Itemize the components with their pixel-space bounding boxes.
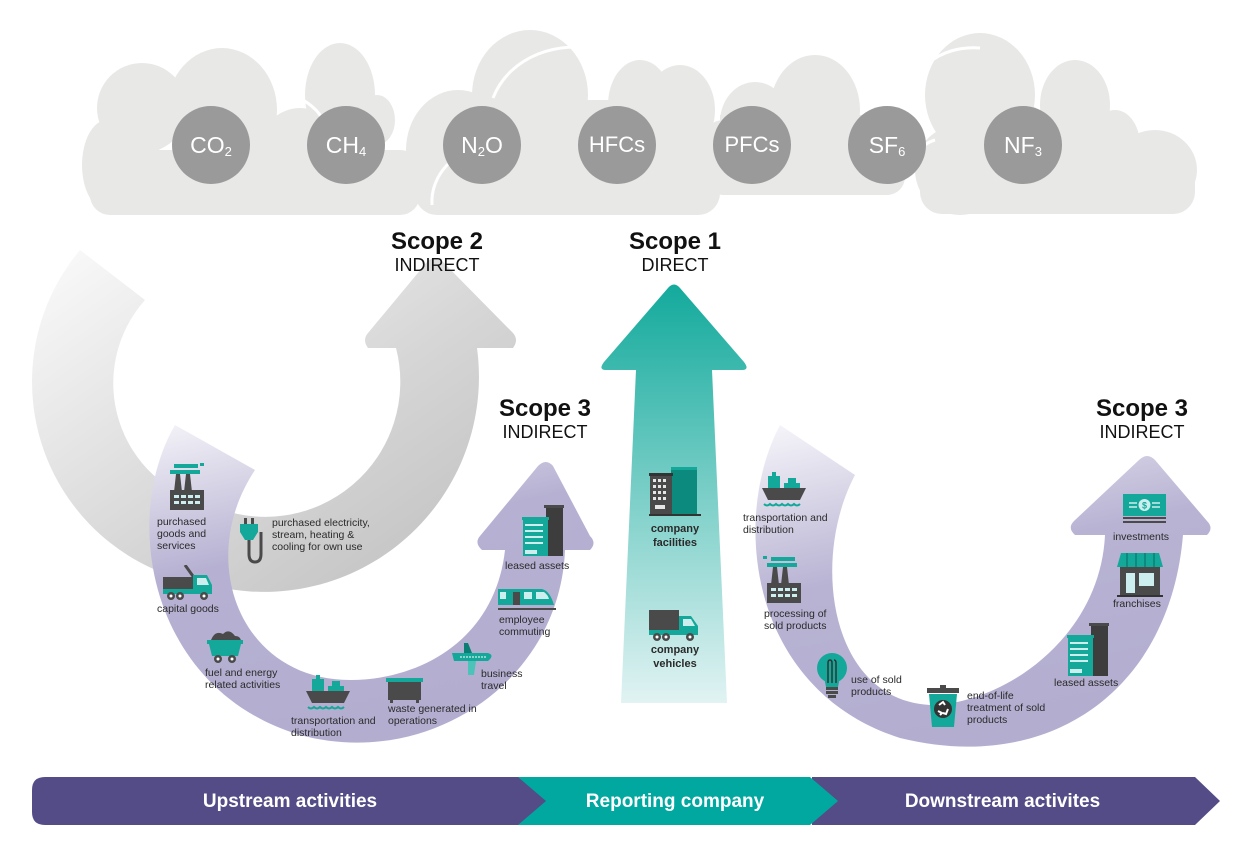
scope-title: Scope 3 — [1095, 395, 1189, 422]
recycle-bin-icon — [927, 685, 959, 727]
gas-formula: PFCs — [724, 132, 780, 157]
gas-formula: NF — [1004, 131, 1035, 158]
downstream-activities-label: Downstream activites — [904, 791, 1101, 812]
gas-subscript: 3 — [1034, 143, 1042, 159]
leased-building-icon — [1067, 623, 1109, 676]
label-business-travel: business travel — [481, 668, 523, 692]
gas-subscript: 4 — [359, 143, 367, 159]
gas-formula: CH — [325, 131, 359, 158]
banknote-icon: $ — [1123, 494, 1166, 523]
label-fuel-energy: fuel and energy related activities — [205, 667, 281, 691]
label-end-of-life: end-of-life treatment of sold products — [967, 690, 1046, 726]
gas-hfcs: HFCs — [578, 106, 656, 184]
label-waste: waste generated in operations — [388, 703, 477, 727]
reporting-company-label: Reporting company — [585, 791, 765, 812]
label-investments: investments — [1113, 531, 1170, 543]
label-leased-assets-downstream: leased assets — [1054, 677, 1119, 689]
gas-formula: HFCs — [588, 132, 646, 157]
train-icon — [498, 589, 556, 610]
office-building-icon — [649, 467, 701, 516]
bar-upstream — [32, 777, 548, 825]
leased-building-icon — [522, 505, 564, 556]
scope-title: Scope 1 — [628, 228, 722, 255]
bar-reporting — [518, 777, 838, 825]
value-chain-bar — [32, 777, 1220, 825]
power-plug-icon — [240, 518, 263, 564]
label-purchased-goods: purchased goods and services — [157, 516, 207, 552]
gas-pfcs: PFCs — [713, 106, 791, 184]
gas-subscript: 2 — [477, 143, 485, 159]
gas-formula: CO — [190, 131, 225, 158]
scope-title: Scope 2 — [390, 228, 484, 255]
light-bulb-icon — [817, 653, 847, 698]
scope2-heading: Scope 2 INDIRECT — [357, 228, 517, 276]
scope-subtitle: INDIRECT — [502, 422, 588, 442]
gas-formula: SF — [868, 131, 899, 158]
cargo-ship-icon — [306, 675, 350, 710]
gas-formula-tail: O — [484, 131, 503, 158]
truck-icon — [649, 610, 698, 641]
scope3-downstream-heading: Scope 3 INDIRECT — [1062, 395, 1222, 443]
label-use-sold-products: use of sold products — [851, 674, 902, 698]
gas-subscript: 2 — [224, 143, 232, 159]
label-capital-goods: capital goods — [157, 603, 219, 615]
airplane-icon — [452, 643, 492, 675]
scope-subtitle: DIRECT — [641, 255, 709, 275]
scope1-heading: Scope 1 DIRECT — [595, 228, 755, 276]
label-processing: processing of sold products — [764, 608, 827, 632]
scope-subtitle: INDIRECT — [394, 255, 480, 275]
factory-icon — [170, 463, 204, 510]
factory-icon — [763, 556, 801, 603]
upstream-activities-label: Upstream activities — [202, 791, 378, 812]
label-franchises: franchises — [1113, 598, 1161, 610]
gas-formula: N — [461, 131, 478, 158]
scope3-upstream-heading: Scope 3 INDIRECT — [465, 395, 625, 443]
waste-bin-icon — [386, 678, 423, 703]
label-transport-upstream: transportation and distribution — [291, 715, 376, 739]
scope3-upstream-arrow — [149, 425, 594, 743]
label-company-facilities: company facilities — [650, 523, 700, 549]
bar-downstream — [812, 777, 1220, 825]
crane-truck-icon — [163, 565, 212, 600]
label-leased-assets-upstream: leased assets — [505, 560, 570, 572]
scope-title: Scope 3 — [498, 395, 592, 422]
svg-text:$: $ — [1142, 501, 1147, 511]
label-transport-downstream: transportation and distribution — [743, 512, 828, 536]
storefront-icon — [1117, 553, 1163, 597]
cargo-ship-icon — [762, 472, 806, 507]
scope-subtitle: INDIRECT — [1099, 422, 1185, 442]
label-employee-commuting: employee commuting — [499, 614, 551, 638]
gas-subscript: 6 — [898, 143, 906, 159]
label-company-vehicles: company vehicles — [650, 644, 700, 670]
mine-cart-icon — [207, 631, 243, 663]
label-purchased-electricity: purchased electricity, stream, heating &… — [272, 517, 370, 553]
